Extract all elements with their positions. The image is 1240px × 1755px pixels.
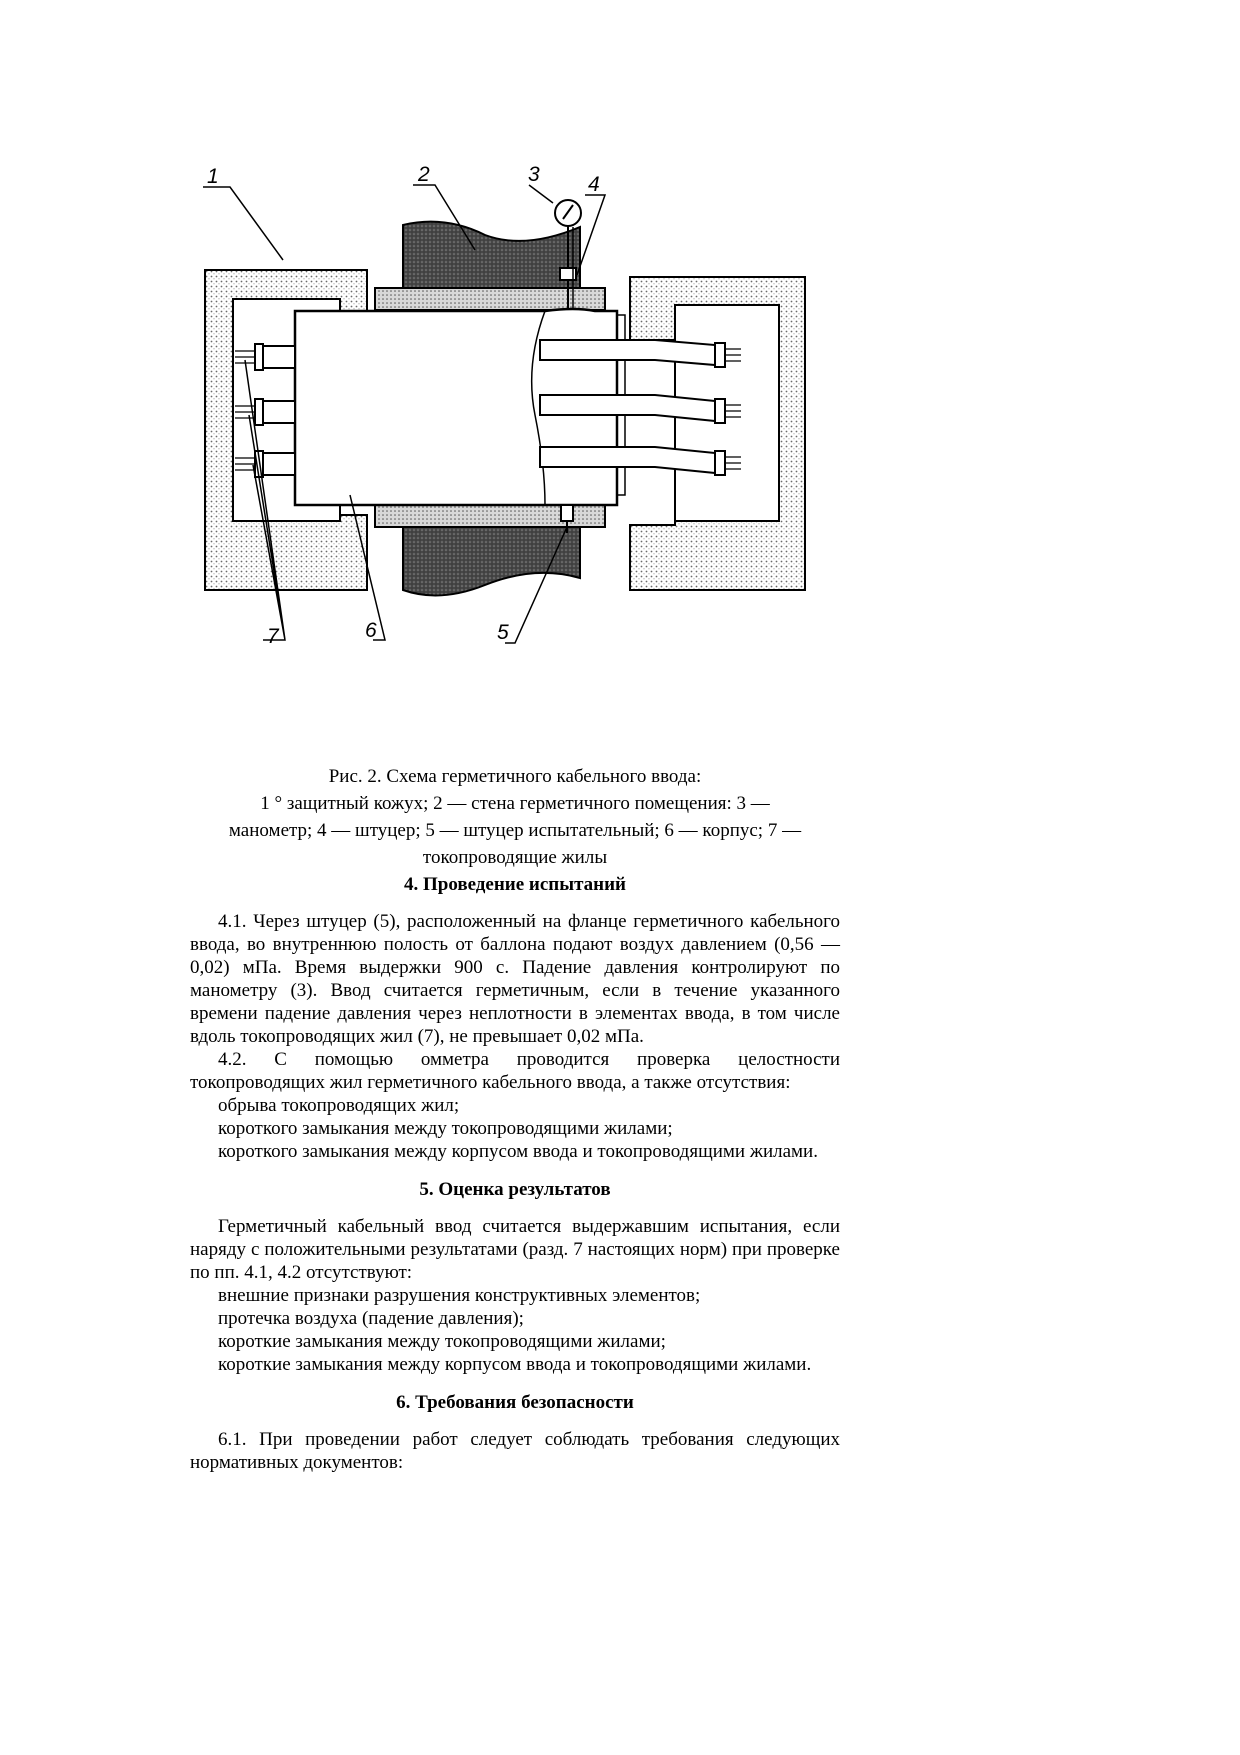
caption-line-4: токопроводящие жилы bbox=[422, 847, 608, 868]
fitting bbox=[559, 227, 577, 533]
section-5-heading: 5. Оценка результатов bbox=[419, 1179, 611, 1200]
callout-5: 5 bbox=[497, 621, 509, 644]
caption-line-1: Рис. 2. Схема герметичного кабельного вв… bbox=[328, 766, 702, 787]
list-item: внешние признаки разрушения конструктивн… bbox=[218, 1285, 701, 1306]
section-6-heading: 6. Требования безопасности bbox=[396, 1392, 634, 1413]
list-item: короткие замыкания между токопроводящими… bbox=[218, 1331, 666, 1352]
caption-line-3: манометр; 4 — штуцер; 5 — штуцер испытат… bbox=[228, 820, 802, 841]
right-conductors bbox=[539, 339, 741, 476]
sealed-room-wall bbox=[402, 220, 581, 597]
paragraph-4-2: 4.2. С помощью омметра проводится провер… bbox=[190, 1049, 840, 1093]
callout-7: 7 bbox=[267, 625, 280, 648]
callout-4: 4 bbox=[588, 173, 600, 196]
paragraph-4-1: 4.1. Через штуцер (5), расположенный на … bbox=[190, 911, 840, 1047]
left-conductors bbox=[235, 343, 296, 478]
callout-6: 6 bbox=[365, 619, 377, 642]
figure-caption: Рис. 2. Схема герметичного кабельного вв… bbox=[190, 763, 840, 871]
callout-numbers: 1 2 3 4 5 6 7 bbox=[207, 165, 600, 648]
document-body: 4. Проведение испытаний 4.1. Через штуце… bbox=[190, 873, 840, 1474]
leader-lines bbox=[203, 184, 607, 644]
caption-line-2: 1 ° защитный кожух; 2 — стена герметично… bbox=[260, 793, 770, 814]
cable-gland-diagram: 1 2 3 4 5 6 7 bbox=[203, 165, 806, 648]
list-item: короткого замыкания между корпусом ввода… bbox=[218, 1141, 818, 1162]
list-item: протечка воздуха (падение давления); bbox=[218, 1308, 524, 1329]
list-item: короткие замыкания между корпусом ввода … bbox=[218, 1354, 812, 1375]
paragraph-6-1: 6.1. При проведении работ следует соблюд… bbox=[190, 1429, 840, 1473]
callout-1: 1 bbox=[207, 165, 219, 188]
list-item: короткого замыкания между токопроводящим… bbox=[218, 1118, 673, 1139]
callout-3: 3 bbox=[528, 165, 540, 186]
section-4-heading: 4. Проведение испытаний bbox=[403, 874, 626, 895]
top-flange bbox=[374, 287, 606, 311]
paragraph-5: Герметичный кабельный ввод считается выд… bbox=[190, 1216, 840, 1283]
callout-2: 2 bbox=[417, 165, 430, 186]
right-protective-cover bbox=[629, 276, 806, 591]
list-item: обрыва токопроводящих жил; bbox=[218, 1095, 460, 1116]
